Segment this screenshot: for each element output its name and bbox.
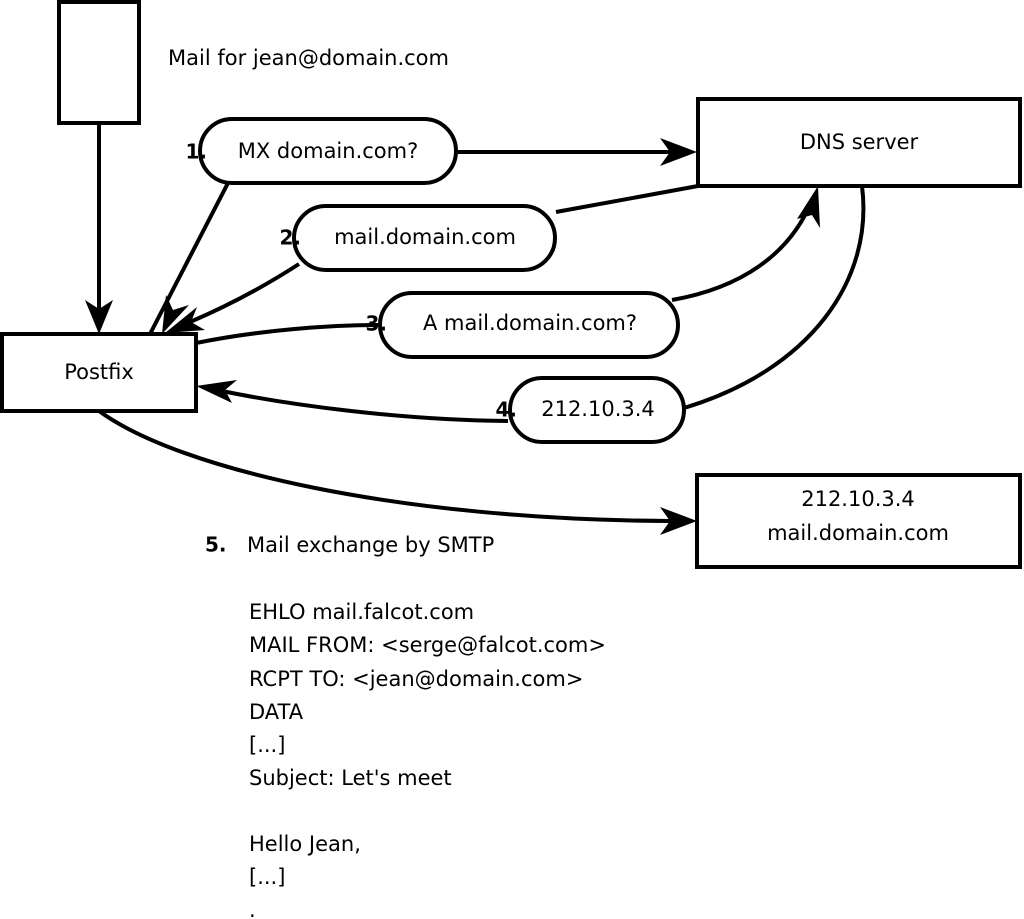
arrowhead-step1-to-dns (660, 138, 697, 166)
edge-dns-to-step4 (683, 185, 866, 410)
edge-dns-to-step2 (555, 184, 699, 214)
arrowhead-postfix-to-step1 (162, 295, 189, 334)
bubble-step-3-label: A mail.domain.com? (423, 311, 637, 335)
bubble-step-2 (292, 204, 557, 272)
bubble-step-4-label: 212.10.3.4 (541, 397, 655, 421)
transcript-line: Hello Jean, (249, 832, 361, 856)
edge-step3-to-dns (671, 199, 814, 302)
page-title: Mail for jean@domain.com (168, 46, 449, 70)
transcript-line: RCPT TO: <jean@domain.com> (249, 667, 583, 691)
edge-postfix-to-step1 (148, 182, 230, 335)
arrowhead-sender-to-postfix (85, 300, 113, 334)
bubble-step-1 (198, 117, 458, 185)
edge-step4-to-postfix (221, 389, 509, 423)
step-number-5: 5. (205, 533, 227, 557)
arrowhead-step2-to-postfix (165, 307, 205, 333)
transcript-line: . (249, 898, 256, 919)
step-number-2: 2. (279, 226, 301, 250)
node-target-box (695, 473, 1022, 569)
transcript-line: [...] (249, 865, 285, 889)
transcript-line: DATA (249, 700, 304, 724)
transcript-line: Subject: Let's meet (249, 766, 452, 790)
node-sender-box (57, 0, 141, 125)
node-postfix-label: Postfix (64, 360, 134, 384)
arrowhead-postfix-to-target (660, 507, 697, 535)
node-dns-label: DNS server (800, 130, 919, 154)
node-dns-box (696, 97, 1022, 188)
step-number-3: 3. (365, 312, 387, 336)
bubble-step-4 (508, 376, 686, 444)
bubble-step-3 (378, 291, 680, 359)
step-5-label: Mail exchange by SMTP (247, 533, 494, 557)
node-target-ip-label: 212.10.3.4 (801, 487, 915, 511)
edge-step2-to-postfix (189, 262, 301, 324)
arrowhead-step3-to-dns (797, 186, 820, 228)
step-number-4: 4. (495, 398, 517, 422)
node-target-host-label: mail.domain.com (767, 521, 949, 545)
node-postfix-box (0, 332, 198, 413)
transcript-line: [...] (249, 733, 285, 757)
bubble-step-2-label: mail.domain.com (334, 225, 516, 249)
transcript-line: MAIL FROM: <serge@falcot.com> (249, 633, 606, 657)
arrowhead-step4-to-postfix (196, 380, 237, 403)
edge-postfix-to-target (97, 409, 673, 523)
step-number-1: 1. (185, 140, 207, 164)
edge-postfix-to-step3 (195, 323, 379, 345)
smtp-transcript: EHLO mail.falcot.com MAIL FROM: <serge@f… (249, 600, 606, 919)
bubble-step-1-label: MX domain.com? (238, 139, 419, 163)
transcript-line: EHLO mail.falcot.com (249, 600, 474, 624)
